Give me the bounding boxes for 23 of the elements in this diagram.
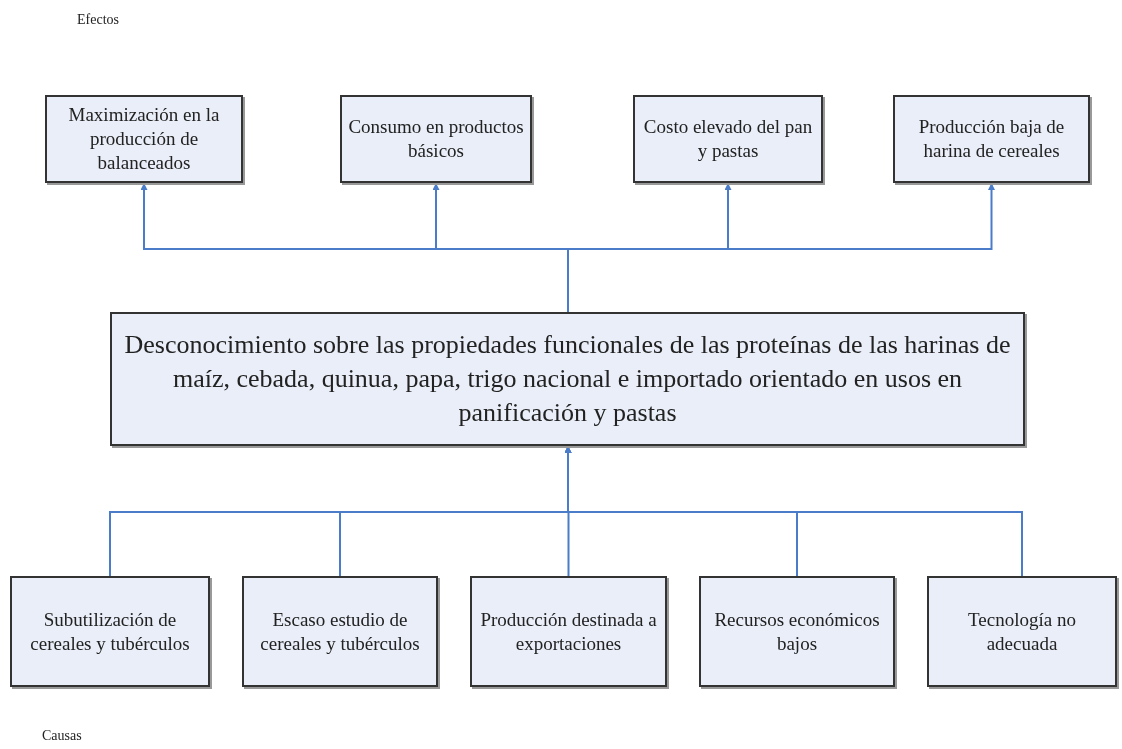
section-label: Efectos bbox=[77, 12, 119, 28]
text-box bbox=[927, 576, 1117, 687]
section-label: Causas bbox=[42, 728, 82, 744]
box-text: Maximización en la producción de balanceados bbox=[67, 103, 221, 175]
box-text: Producción destinada a exportaciones bbox=[479, 607, 658, 656]
text-box bbox=[470, 576, 667, 687]
text-box bbox=[633, 95, 823, 183]
text-box bbox=[893, 95, 1090, 183]
text-box bbox=[10, 576, 210, 687]
box-text: Recursos económicos bajos bbox=[713, 607, 881, 656]
text-box bbox=[45, 95, 243, 183]
box-text: Costo elevado del pan y pastas bbox=[642, 115, 814, 163]
text-box bbox=[340, 95, 532, 183]
text-box bbox=[242, 576, 438, 687]
box-text: Consumo en productos básicos bbox=[348, 115, 524, 163]
box-text: Desconocimiento sobre las propiedades funcionales de las proteínas de las harinas de maíz, cebada, quinua, papa, trigo nacional e importado orientado en usos en panificación y pastas bbox=[123, 329, 1012, 429]
box-text: Subutilización de cereales y tubérculos bbox=[29, 607, 191, 656]
text-box bbox=[699, 576, 895, 687]
box-text: Tecnología no adecuada bbox=[967, 607, 1077, 656]
box-text: Escaso estudio de cereales y tubérculos bbox=[259, 607, 421, 656]
connector-arrow bbox=[564, 445, 1023, 577]
text-box bbox=[110, 312, 1025, 446]
box-text: Producción baja de harina de cereales bbox=[917, 115, 1066, 163]
